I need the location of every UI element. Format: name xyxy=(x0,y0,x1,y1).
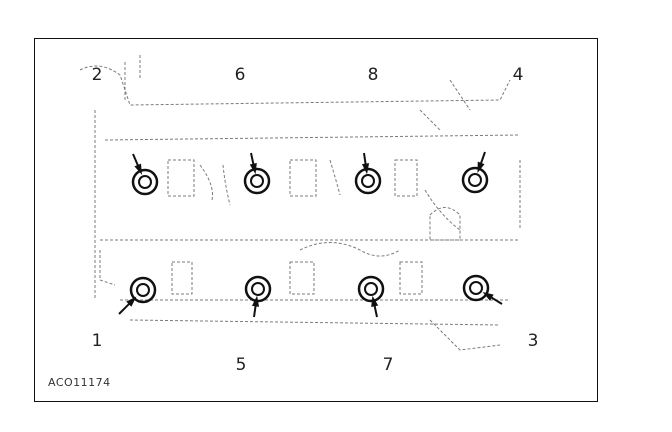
bolt-sequence-label: 8 xyxy=(368,65,379,85)
bolt-sequence-label: 1 xyxy=(92,331,103,351)
arrow-icon xyxy=(361,163,370,175)
bolt-sequence-label: 5 xyxy=(236,355,247,375)
bolt-sequence-label: 4 xyxy=(513,65,524,85)
bolt-washer-icon xyxy=(138,175,152,189)
bolt-6: 6 xyxy=(235,65,271,195)
bolt-2: 2 xyxy=(92,65,159,196)
bolt-head-icon xyxy=(244,275,272,303)
bolt-sequence-label: 7 xyxy=(383,355,394,375)
bolt-head-icon xyxy=(243,167,271,195)
bolt-head-icon xyxy=(461,166,489,194)
bolt-head-icon xyxy=(354,167,382,195)
bolt-layer: 2 6 8 4 1 5 7 3 xyxy=(92,65,539,375)
bolt-washer-icon xyxy=(251,282,265,296)
bolt-washer-icon xyxy=(469,281,483,295)
bolt-washer-icon xyxy=(361,174,375,188)
bolt-washer-icon xyxy=(250,174,264,188)
engine-block-sketch xyxy=(79,55,521,351)
bolt-7: 7 xyxy=(357,275,394,375)
bolt-head-icon xyxy=(357,275,385,303)
bolt-sequence-label: 6 xyxy=(235,65,246,85)
bolt-4: 4 xyxy=(461,65,524,194)
bolt-sequence-label: 2 xyxy=(92,65,103,85)
bolt-8: 8 xyxy=(354,65,382,195)
diagram-frame xyxy=(34,38,598,402)
bolt-3: 3 xyxy=(462,274,539,351)
arrow-icon xyxy=(371,295,379,308)
reference-code: ACO11174 xyxy=(48,376,111,389)
arrow-icon xyxy=(126,296,137,307)
bolt-head-icon xyxy=(131,168,159,196)
bolt-head-icon xyxy=(129,276,157,304)
arrow-icon xyxy=(249,162,257,175)
bolt-washer-icon xyxy=(136,283,150,297)
bolt-washer-icon xyxy=(364,282,378,296)
arrow-icon xyxy=(477,161,485,174)
bolt-5: 5 xyxy=(236,275,272,375)
bolt-sequence-label: 3 xyxy=(528,331,539,351)
bolt-washer-icon xyxy=(468,173,482,187)
arrow-icon xyxy=(251,295,260,307)
bolt-1: 1 xyxy=(92,276,157,351)
bolt-head-icon xyxy=(462,274,490,302)
arrow-icon xyxy=(134,163,142,175)
arrow-icon xyxy=(482,292,494,301)
